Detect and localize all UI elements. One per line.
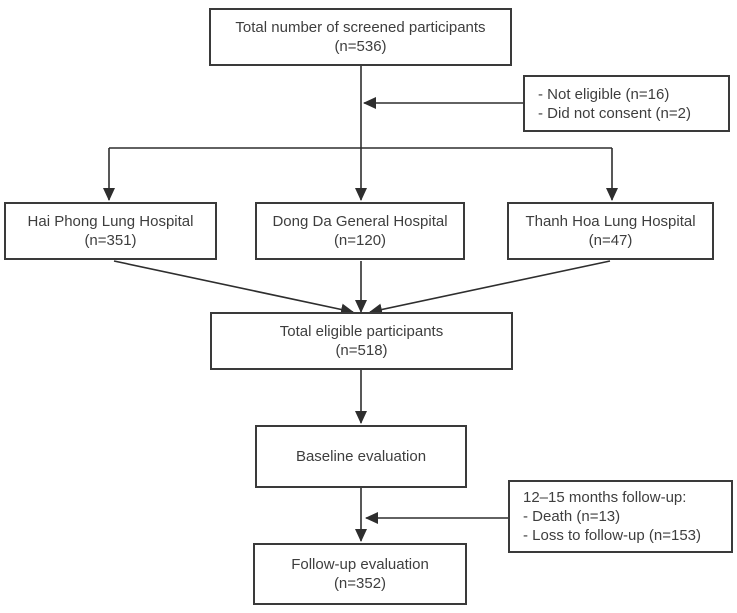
node-hospital-hai-phong: Hai Phong Lung Hospital (n=351) <box>4 202 217 260</box>
node-hospital-dong-da-line1: Dong Da General Hospital <box>272 213 448 230</box>
node-followup-attrition-line2: - Death (n=13) <box>523 508 621 525</box>
node-followup: Follow-up evaluation (n=352) <box>253 543 467 605</box>
node-hospital-dong-da-line2: (n=120) <box>333 232 387 249</box>
arrow-thanhhoa-to-eligible <box>369 260 611 316</box>
node-screened-line2: (n=536) <box>334 38 387 55</box>
node-baseline: Baseline evaluation <box>255 425 467 488</box>
node-screened-line1: Total number of screened participants <box>235 19 486 36</box>
node-screened: Total number of screened participants (n… <box>209 8 512 66</box>
node-excluded-line1: - Not eligible (n=16) <box>538 85 670 103</box>
node-followup-attrition-line1: 12–15 months follow-up: <box>523 489 687 506</box>
node-hospital-hai-phong-line1: Hai Phong Lung Hospital <box>27 213 194 230</box>
node-baseline-line1: Baseline evaluation <box>295 448 427 465</box>
node-hospital-dong-da: Dong Da General Hospital (n=120) <box>255 202 465 260</box>
node-eligible: Total eligible participants (n=518) <box>210 312 513 370</box>
node-followup-attrition: 12–15 months follow-up: - Death (n=13) -… <box>508 480 733 553</box>
node-excluded-line2: - Did not consent (n=2) <box>538 104 691 122</box>
arrow-haiphong-to-eligible <box>113 260 354 316</box>
node-eligible-line2: (n=518) <box>335 342 388 359</box>
node-hospital-hai-phong-line2: (n=351) <box>84 232 137 249</box>
node-hospital-thanh-hoa: Thanh Hoa Lung Hospital (n=47) <box>507 202 714 260</box>
node-excluded: - Not eligible (n=16) - Did not consent … <box>523 75 730 132</box>
node-followup-line2: (n=352) <box>333 575 387 592</box>
node-hospital-thanh-hoa-line2: (n=47) <box>588 232 633 249</box>
node-hospital-thanh-hoa-line1: Thanh Hoa Lung Hospital <box>525 213 696 230</box>
node-followup-line1: Follow-up evaluation <box>291 556 429 573</box>
node-followup-attrition-line3: - Loss to follow-up (n=153) <box>523 527 702 544</box>
node-eligible-line1: Total eligible participants <box>279 323 444 340</box>
